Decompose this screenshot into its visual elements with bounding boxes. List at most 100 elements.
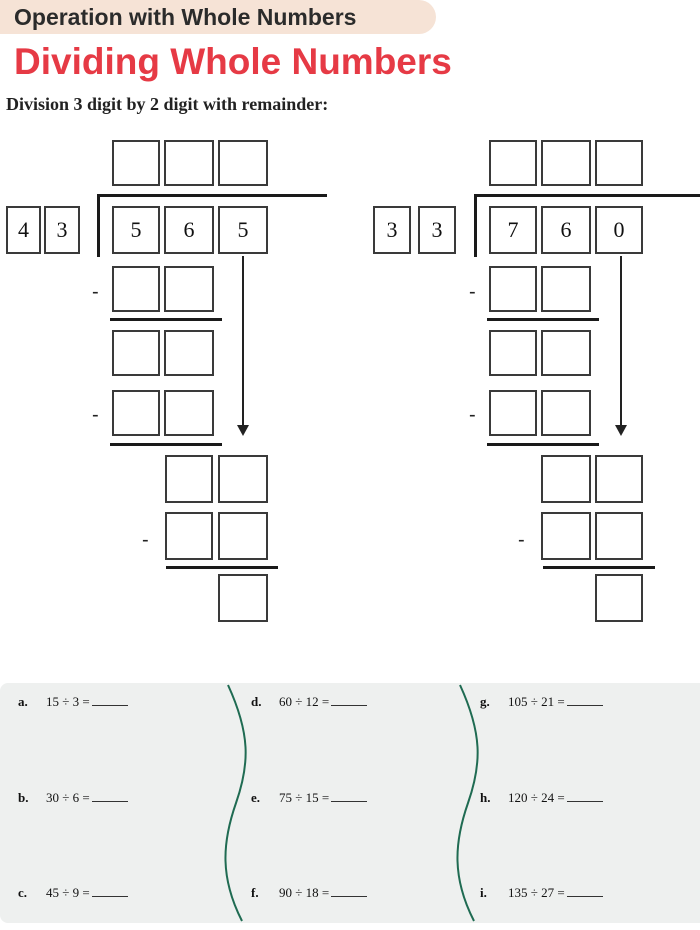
exercise-item: f. 90 ÷ 18 =	[251, 885, 368, 901]
answer-box[interactable]	[541, 266, 591, 312]
answer-blank[interactable]	[331, 896, 368, 897]
dividend-digit: 5	[112, 206, 160, 254]
answer-box[interactable]	[165, 512, 213, 560]
wavy-separator-left	[224, 684, 247, 922]
quotient-box[interactable]	[112, 140, 160, 186]
exercise-expression: 75 ÷ 15 =	[279, 790, 330, 805]
answer-box[interactable]	[164, 390, 214, 436]
exercise-panel	[0, 683, 700, 923]
exercise-expression: 45 ÷ 9 =	[46, 885, 90, 900]
exercise-expression: 135 ÷ 27 =	[508, 885, 565, 900]
answer-blank[interactable]	[331, 705, 368, 706]
remainder-box[interactable]	[218, 574, 268, 622]
quotient-box[interactable]	[541, 140, 591, 186]
exercise-item: i. 135 ÷ 27 =	[480, 885, 603, 901]
exercise-label: c.	[18, 885, 28, 900]
exercise-item: a. 15 ÷ 3 =	[18, 694, 128, 710]
remainder-box[interactable]	[595, 574, 643, 622]
exercise-item: b. 30 ÷ 6 =	[18, 790, 128, 806]
answer-box[interactable]	[112, 390, 160, 436]
division-bracket	[97, 194, 100, 257]
exercise-label: f.	[251, 885, 259, 900]
exercise-label: a.	[18, 694, 28, 709]
section-tab-label: Operation with Whole Numbers	[14, 4, 357, 30]
answer-blank[interactable]	[566, 705, 603, 706]
answer-box[interactable]	[595, 512, 643, 560]
subtraction-line	[166, 566, 278, 569]
answer-blank[interactable]	[91, 705, 128, 706]
answer-box[interactable]	[164, 266, 214, 312]
division-bracket	[474, 194, 477, 257]
quotient-box[interactable]	[595, 140, 643, 186]
wavy-separator-right	[456, 684, 479, 922]
answer-box[interactable]	[541, 390, 591, 436]
dividend-digit: 0	[595, 206, 643, 254]
exercise-expression: 120 ÷ 24 =	[508, 790, 565, 805]
quotient-box[interactable]	[218, 140, 268, 186]
divisor-digit: 3	[418, 206, 456, 254]
quotient-box[interactable]	[489, 140, 537, 186]
exercise-expression: 30 ÷ 6 =	[46, 790, 90, 805]
answer-box[interactable]	[541, 455, 591, 503]
answer-box[interactable]	[489, 330, 537, 376]
answer-blank[interactable]	[331, 801, 368, 802]
minus-sign: -	[92, 404, 99, 426]
dividend-digit: 6	[164, 206, 214, 254]
exercise-item: g. 105 ÷ 21 =	[480, 694, 603, 710]
answer-box[interactable]	[541, 512, 591, 560]
answer-box[interactable]	[112, 330, 160, 376]
minus-sign: -	[518, 529, 525, 551]
answer-box[interactable]	[218, 512, 268, 560]
exercise-expression: 90 ÷ 18 =	[279, 885, 330, 900]
answer-box[interactable]	[595, 455, 643, 503]
division-bar	[97, 194, 327, 197]
exercise-item: d. 60 ÷ 12 =	[251, 694, 368, 710]
minus-sign: -	[469, 281, 476, 303]
answer-blank[interactable]	[566, 896, 603, 897]
answer-box[interactable]	[112, 266, 160, 312]
divisor-digit: 3	[373, 206, 411, 254]
exercise-item: c. 45 ÷ 9 =	[18, 885, 128, 901]
answer-box[interactable]	[218, 455, 268, 503]
exercise-label: h.	[480, 790, 491, 805]
divisor-digit: 4	[6, 206, 41, 254]
divisor-digit: 3	[44, 206, 80, 254]
page-title: Dividing Whole Numbers	[14, 41, 452, 82]
bring-down-arrow	[237, 256, 249, 436]
division-bar	[474, 194, 700, 197]
dividend-digit: 6	[541, 206, 591, 254]
answer-blank[interactable]	[566, 801, 603, 802]
minus-sign: -	[142, 529, 149, 551]
section-tab: Operation with Whole Numbers	[0, 0, 436, 34]
subtraction-line	[110, 443, 222, 446]
dividend-digit: 5	[218, 206, 268, 254]
answer-blank[interactable]	[91, 896, 128, 897]
answer-box[interactable]	[541, 330, 591, 376]
subtraction-line	[110, 318, 222, 321]
quotient-box[interactable]	[164, 140, 214, 186]
subtraction-line	[487, 443, 599, 446]
subtraction-line	[543, 566, 655, 569]
answer-box[interactable]	[489, 390, 537, 436]
exercise-label: d.	[251, 694, 262, 709]
exercise-label: b.	[18, 790, 29, 805]
wavy-separators	[224, 684, 479, 922]
exercise-label: g.	[480, 694, 490, 709]
bring-down-arrow	[615, 256, 627, 436]
exercise-label: e.	[251, 790, 261, 805]
exercise-item: e. 75 ÷ 15 =	[251, 790, 368, 806]
exercise-expression: 60 ÷ 12 =	[279, 694, 330, 709]
page-subtitle: Division 3 digit by 2 digit with remaind…	[6, 94, 329, 114]
exercise-expression: 15 ÷ 3 =	[46, 694, 90, 709]
answer-box[interactable]	[165, 455, 213, 503]
answer-blank[interactable]	[91, 801, 128, 802]
minus-sign: -	[92, 281, 99, 303]
exercise-label: i.	[480, 885, 487, 900]
dividend-digit: 7	[489, 206, 537, 254]
subtraction-line	[487, 318, 599, 321]
answer-box[interactable]	[489, 266, 537, 312]
minus-sign: -	[469, 404, 476, 426]
answer-box[interactable]	[164, 330, 214, 376]
exercise-item: h. 120 ÷ 24 =	[480, 790, 603, 806]
exercise-expression: 105 ÷ 21 =	[508, 694, 565, 709]
